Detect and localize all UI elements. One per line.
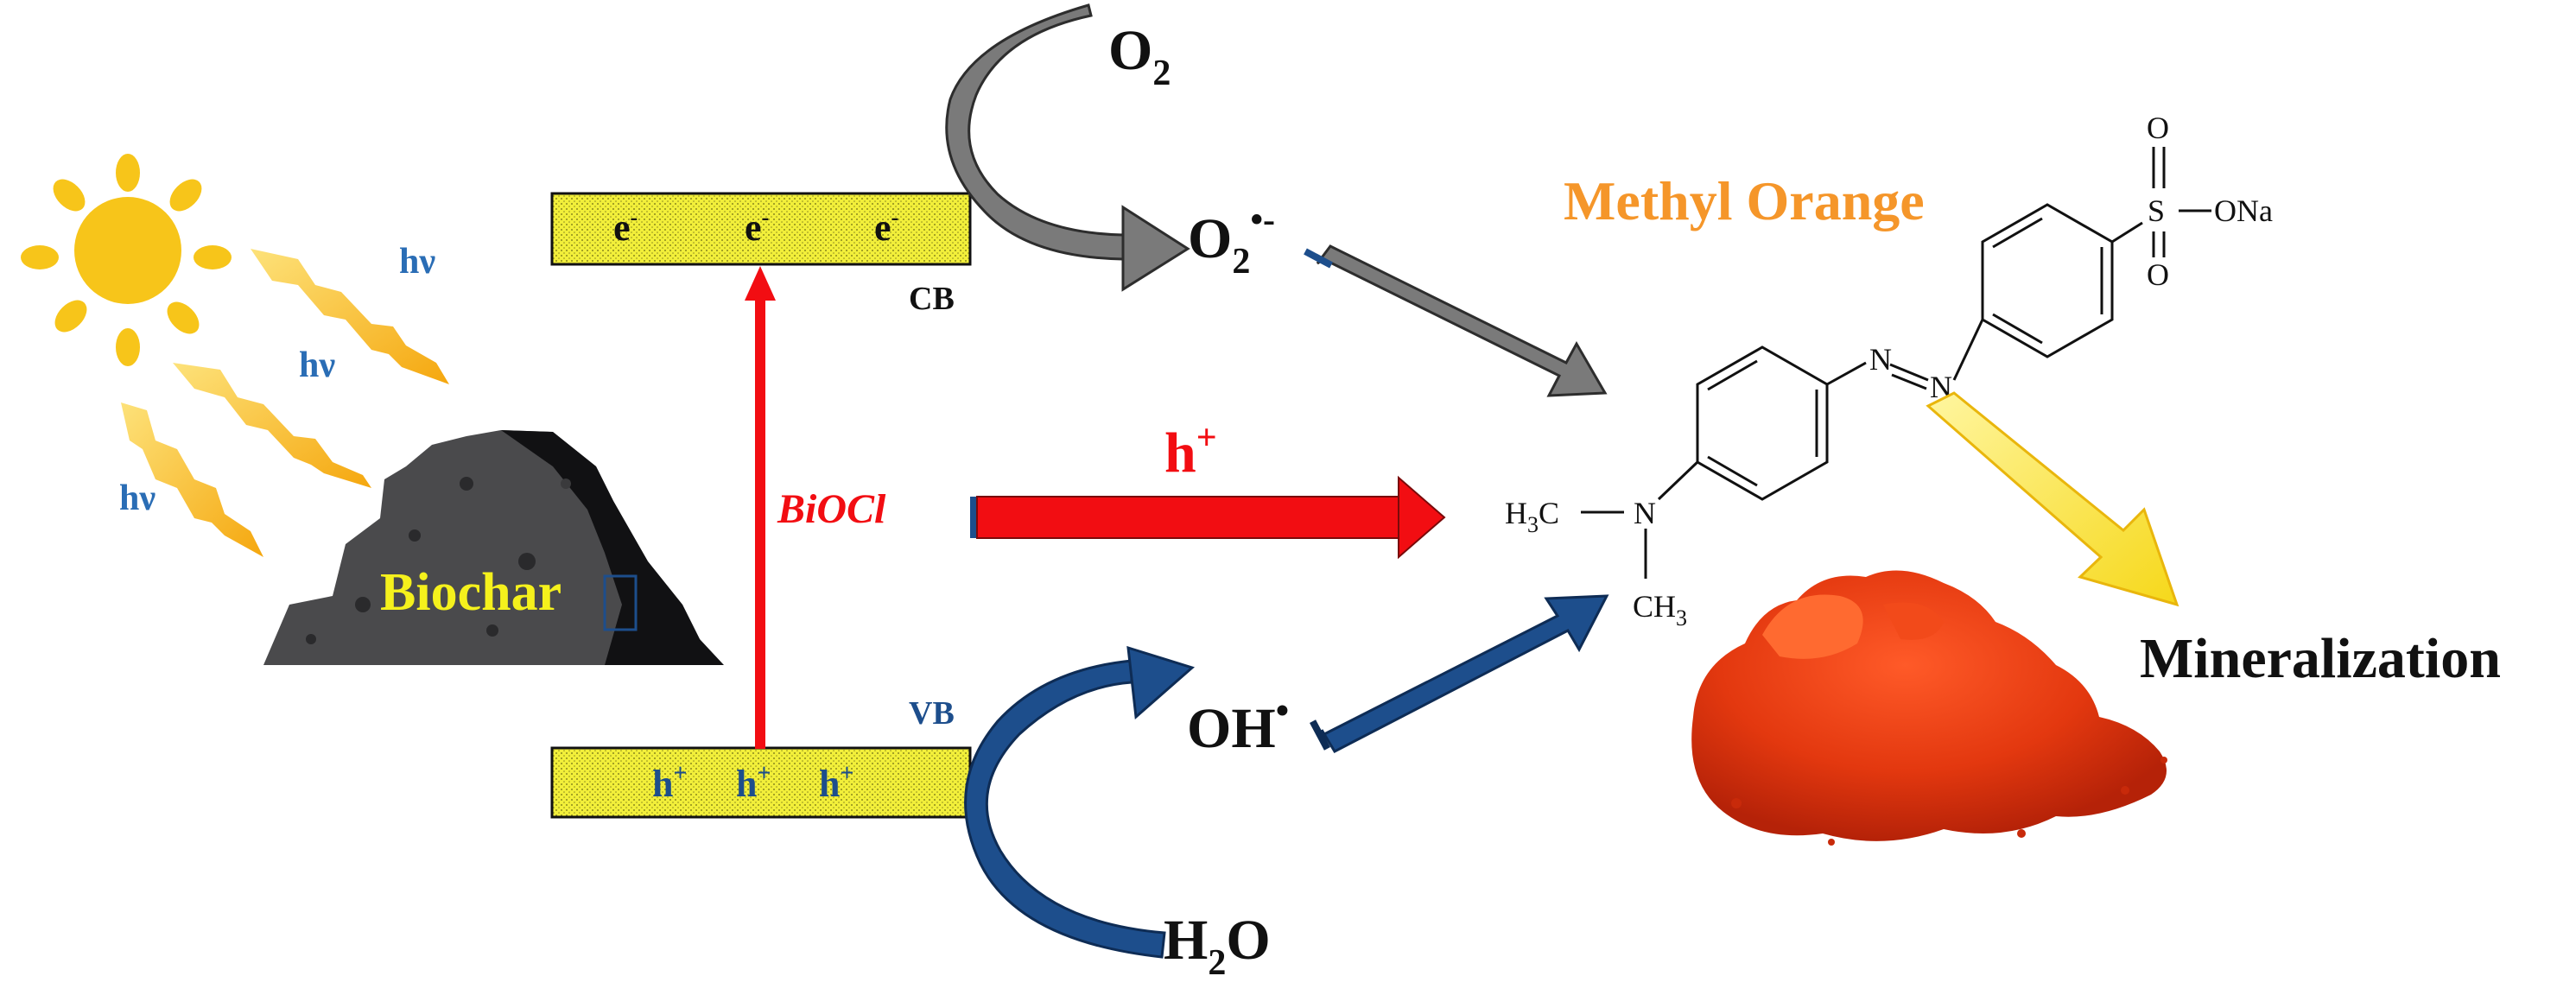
superoxide-attack-arrow	[1304, 244, 1608, 397]
atom-label: N	[1634, 496, 1656, 530]
water-oxidation-arrow	[964, 645, 1196, 959]
hv-label: hν	[299, 345, 335, 385]
hole-species-label: h+	[1164, 418, 1217, 485]
conduction-band	[550, 192, 972, 266]
hole-transfer-arrow	[970, 475, 1446, 560]
atom-label: ONa	[2214, 193, 2273, 228]
hv-label: hν	[399, 242, 435, 282]
hole-label: h+	[652, 760, 687, 805]
methyl-orange-title: Methyl Orange	[1564, 170, 1925, 231]
atom-label: CH3	[1633, 589, 1687, 631]
cb-label: CB	[909, 281, 955, 317]
atom-label: O	[2147, 111, 2169, 145]
hydroxyl-attack-arrow	[1310, 594, 1609, 753]
hole-label: h+	[736, 760, 771, 805]
hydroxyl-radical-label: OH•	[1187, 689, 1289, 760]
lightning-bolt-icon	[121, 402, 263, 557]
biochar-image	[263, 430, 724, 665]
electron-label: e-	[745, 205, 769, 249]
mineralization-arrow	[1926, 391, 2179, 607]
lightning-bolt-icon	[251, 249, 449, 384]
oxygen-reduction-arrow	[945, 3, 1190, 292]
hole-label: h+	[819, 760, 853, 805]
water-label: H2O	[1164, 909, 1271, 983]
biocl-label: BiOCl	[777, 486, 886, 532]
excitation-arrow	[745, 266, 776, 749]
oxygen-label: O2	[1108, 19, 1171, 93]
methyl-orange-powder-image	[1691, 570, 2167, 846]
atom-label: O	[2147, 257, 2169, 292]
atom-label: H3C	[1505, 496, 1559, 537]
hv-label: hν	[119, 478, 155, 518]
mineralization-label: Mineralization	[2140, 627, 2501, 690]
vb-label: VB	[909, 695, 955, 732]
biochar-label: Biochar	[380, 563, 562, 622]
methyl-orange-structure	[1581, 147, 2211, 579]
electron-label: e-	[613, 205, 638, 249]
lightning-bolt-icon	[173, 363, 371, 488]
superoxide-label: O2•-	[1188, 200, 1275, 282]
electron-label: e-	[874, 205, 898, 249]
atom-label: N	[1869, 342, 1892, 377]
sun-icon	[21, 154, 232, 366]
atom-label: S	[2148, 193, 2165, 228]
